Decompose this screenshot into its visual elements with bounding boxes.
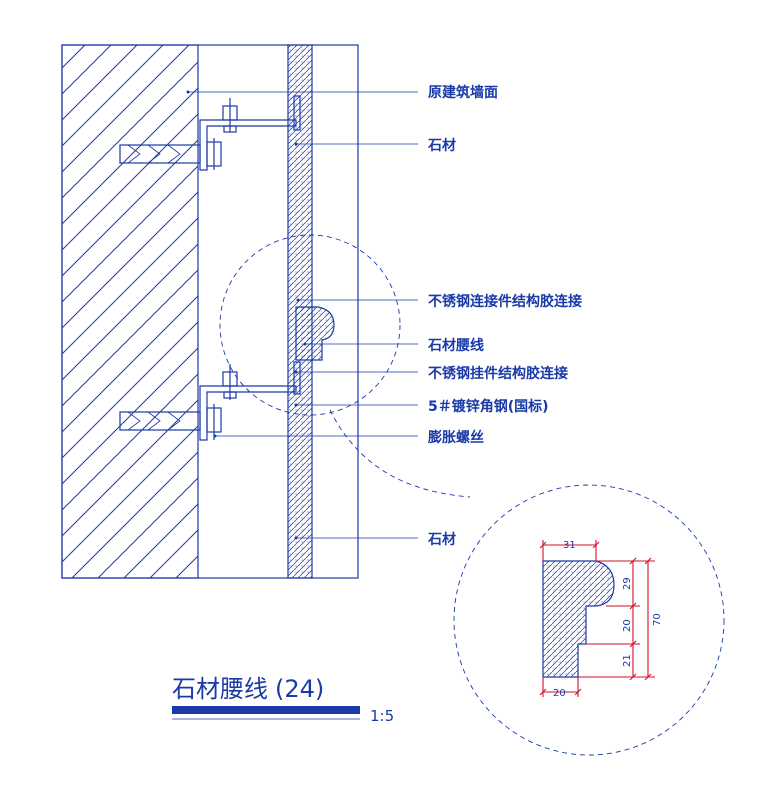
dim-seg-top: 29	[622, 577, 633, 590]
dimension-lines	[542, 540, 655, 697]
building-wall	[61, 44, 199, 579]
label-ss-connector-glue: 不锈钢连接件结构胶连接	[428, 293, 582, 310]
label-angle-steel: 5＃镀锌角钢(国标)	[428, 398, 549, 415]
dim-bottom-width: 20	[553, 688, 566, 699]
leader-lines	[186, 90, 418, 540]
callout-circle-large	[453, 484, 725, 756]
callout-connector	[329, 409, 471, 498]
drawing-number: (24)	[275, 675, 324, 703]
drawing-title: 石材腰线	[172, 675, 268, 703]
label-stone-waistline: 石材腰线	[427, 337, 484, 354]
dim-seg-mid: 20	[622, 619, 633, 632]
dimension-ticks	[539, 541, 652, 696]
label-ss-hanger-glue: 不锈钢挂件结构胶连接	[428, 365, 568, 382]
callout-circle-small	[219, 234, 401, 416]
dim-top-width: 31	[563, 540, 576, 551]
label-original-wall: 原建筑墙面	[428, 84, 498, 101]
label-expansion-bolt: 膨胀螺丝	[428, 429, 484, 446]
upper-bracket	[119, 95, 301, 171]
dim-seg-bottom: 21	[622, 654, 633, 667]
profile-detail	[542, 560, 615, 678]
drawing-scale: 1:5	[370, 707, 394, 725]
title-underline-bar	[172, 706, 360, 714]
label-stone-bottom: 石材	[427, 531, 456, 548]
lower-bracket	[119, 361, 301, 441]
waistline-profile	[295, 306, 335, 361]
label-stone-top: 石材	[427, 137, 456, 154]
dim-total-height: 70	[652, 613, 663, 626]
